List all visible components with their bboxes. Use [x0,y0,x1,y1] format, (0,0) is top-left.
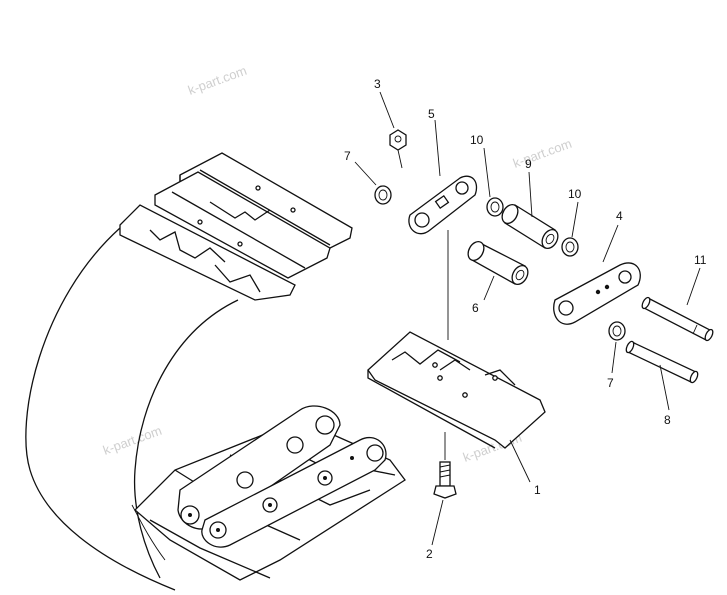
callout-9: 9 [525,157,532,171]
lower-track-assembly [134,405,406,581]
watermark-3: k-part.com [101,423,164,458]
master-pin-11 [641,296,714,342]
spacer-10a [486,197,504,217]
leader-lines [354,91,701,546]
callout-10a: 10 [470,133,484,147]
master-link-4 [553,262,641,325]
watermark-2: k-part.com [511,136,574,171]
callout-7a: 7 [344,149,351,163]
shoe-bolt-2 [433,461,457,499]
callout-3: 3 [374,77,381,91]
callout-8: 8 [664,413,671,427]
upper-track-shoes [119,152,353,301]
master-link-5 [408,175,478,235]
track-loop [25,227,239,591]
callout-numbers: 1 2 3 4 5 6 7 7 8 9 10 10 11 [344,77,707,561]
dust-seal-7b [608,321,626,341]
callout-5: 5 [428,107,435,121]
callout-11: 11 [694,253,707,267]
watermark-1: k-part.com [186,63,249,98]
callout-10b: 10 [568,187,582,201]
callout-4: 4 [616,209,623,223]
bushing-6 [467,241,529,285]
track-pin-8 [625,340,699,384]
callout-6: 6 [472,301,479,315]
callout-7b: 7 [607,376,614,390]
dust-seal-7a [374,185,392,205]
bushing-9 [501,204,559,249]
shoe-nut-3 [389,129,407,151]
callout-1: 1 [534,483,541,497]
spacer-10b [561,237,579,257]
callout-2: 2 [426,547,433,561]
track-shoe-1 [367,331,546,449]
